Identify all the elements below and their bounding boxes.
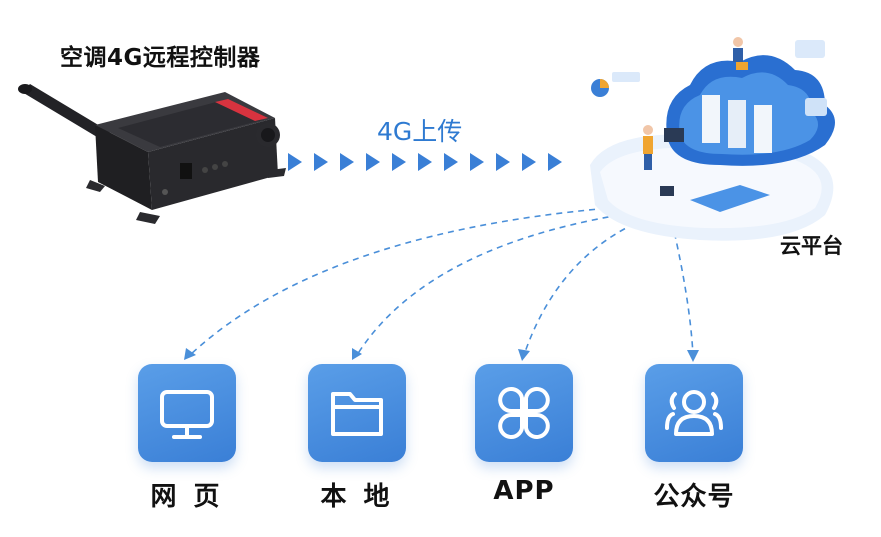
wechat-official-account-label: 公众号 xyxy=(653,482,735,512)
local-tile xyxy=(308,364,406,462)
upload-label: 4G上传 xyxy=(377,117,463,146)
users-icon xyxy=(665,390,723,436)
arrowhead-app xyxy=(518,349,530,361)
local-label: 本 地 xyxy=(320,482,394,512)
cloud-platform-image xyxy=(590,37,835,241)
connector-local xyxy=(356,209,653,356)
controller-device-image xyxy=(18,84,286,224)
arrowhead-wechat xyxy=(687,350,699,362)
upload-arrows xyxy=(288,153,562,171)
app-tile xyxy=(475,364,573,462)
connector-wechat xyxy=(671,221,694,356)
cloud-platform-label: 云平台 xyxy=(780,234,843,258)
arrowhead-web xyxy=(184,348,196,360)
wechat-tile xyxy=(645,364,743,462)
connector-app xyxy=(523,214,656,356)
app-grid-icon xyxy=(498,387,550,439)
folder-icon xyxy=(331,392,383,436)
app-label: APP xyxy=(493,476,555,506)
device-title: 空调4G远程控制器 xyxy=(60,45,261,71)
web-tile xyxy=(138,364,236,462)
connector-web xyxy=(189,204,651,356)
arrowhead-local xyxy=(352,348,362,360)
web-label: 网 页 xyxy=(150,482,224,512)
monitor-icon xyxy=(160,390,214,439)
